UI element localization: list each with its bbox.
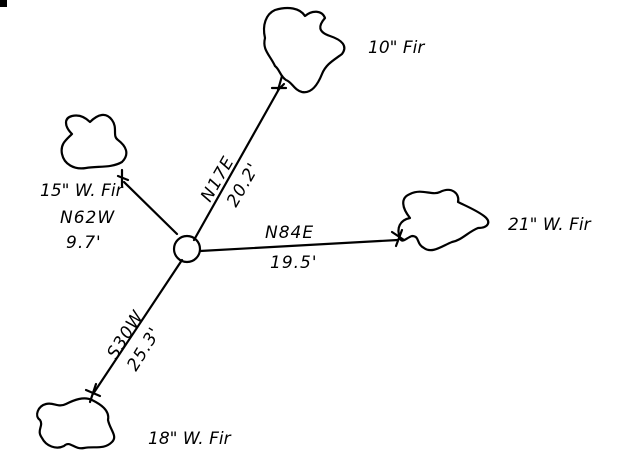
trunk-mark-e — [390, 228, 406, 248]
tree-e: 21" W. Fir N84E 19.5' — [198, 188, 592, 273]
corner-mark — [0, 0, 7, 7]
trunk-mark-nw — [116, 168, 130, 188]
line-e — [198, 238, 400, 253]
plot-center-circle — [172, 234, 202, 264]
bearing-label-e: N84E — [265, 223, 314, 243]
distance-label-e: 19.5' — [270, 253, 318, 273]
tree-crown-nw — [60, 113, 128, 170]
line-sw — [91, 258, 184, 396]
species-label-ne: 10" Fir — [368, 38, 425, 58]
distance-label-nw: 9.7' — [66, 233, 102, 253]
species-label-e: 21" W. Fir — [508, 215, 592, 235]
line-nw — [122, 180, 179, 236]
tree-nw: 15" W. Fir N62W 9.7' — [40, 113, 179, 253]
tree-ne: 10" Fir N17E 20.2' — [192, 6, 425, 242]
tree-crown-e — [397, 188, 490, 252]
species-label-sw: 18" W. Fir — [148, 429, 232, 449]
tree-crown-ne — [262, 6, 346, 94]
line-ne — [192, 87, 281, 242]
bearing-label-nw: N62W — [60, 208, 115, 228]
species-label-nw: 15" W. Fir — [40, 181, 124, 201]
tree-crown-sw — [36, 397, 116, 450]
tree-sw: 18" W. Fir S30W 25.3' — [36, 258, 232, 450]
